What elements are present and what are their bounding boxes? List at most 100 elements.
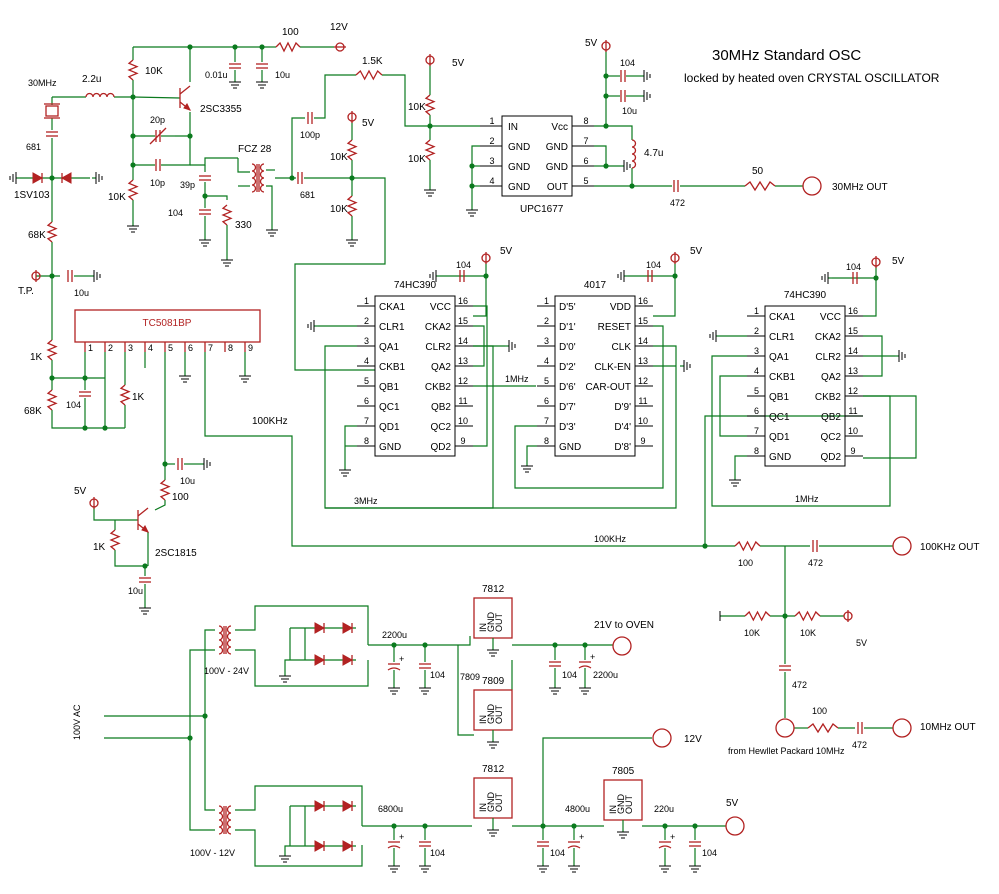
pin-label: QA2 (821, 372, 841, 383)
lbl-472-a: 472 (670, 198, 685, 208)
pin-label: GND (508, 142, 530, 153)
diode (342, 840, 354, 852)
electrolytic-capacitor (567, 845, 581, 849)
regulator-pin-label: GND (486, 704, 496, 725)
lbl-10k-d: 10K (408, 154, 426, 165)
pin-label: QD2 (820, 452, 841, 463)
resistor (807, 722, 839, 734)
transformer (251, 163, 257, 193)
wire (471, 145, 480, 206)
pin-label: CLR1 (769, 332, 795, 343)
lbl-21v: 21V to OVEN (594, 620, 654, 631)
output-terminal (612, 636, 632, 656)
lbl-1mhz-a: 1MHz (505, 374, 529, 384)
plus-mark: + (579, 832, 584, 842)
wire (314, 74, 356, 119)
pin-number: 12 (848, 386, 858, 396)
pin-number: 10 (458, 416, 468, 426)
lbl-10k-c: 10K (408, 102, 426, 113)
ic-body (74, 309, 261, 343)
lbl-1k-a: 1K (30, 352, 43, 363)
diode (314, 840, 326, 852)
pin-label: CKB2 (425, 382, 452, 393)
pin-label: QA2 (431, 362, 451, 373)
wire (473, 305, 488, 447)
resistor (424, 94, 436, 116)
pin-number: 6 (754, 406, 759, 416)
integrated-circuits (74, 115, 863, 467)
pin-number: 10 (638, 416, 648, 426)
pin-label: GND (559, 442, 581, 453)
pin-label: CKB1 (379, 362, 406, 373)
chip-name: TC5081BP (143, 318, 192, 329)
pin-label: D'6' (559, 382, 576, 393)
wire (594, 145, 620, 167)
wire (237, 158, 250, 173)
lbl-100-top: 100 (282, 27, 299, 38)
wire (542, 737, 652, 826)
pin-number: 5 (168, 343, 173, 353)
resistor (127, 59, 139, 81)
pin-number: 6 (188, 343, 193, 353)
electrolytic-capacitor (387, 667, 401, 671)
lbl-10k-e: 10K (330, 152, 348, 163)
pin-label: QD1 (769, 432, 790, 443)
diode (314, 622, 326, 634)
lbl-2200u-a: 2200u (382, 630, 407, 640)
pin-number: 8 (228, 343, 233, 353)
resistor (127, 179, 139, 201)
pin-label: CKA2 (815, 332, 842, 343)
lbl-100v12v: 100V - 12V (190, 848, 235, 858)
wire (175, 112, 191, 137)
output-terminal (802, 176, 822, 196)
lbl-20p: 20p (150, 115, 165, 125)
lbl-68k-a: 68K (28, 230, 46, 241)
regulator-pin-label: OUT (624, 795, 634, 815)
lbl-7812-a: 7812 (482, 584, 505, 595)
lbl-4800u: 4800u (565, 804, 590, 814)
diode (342, 654, 354, 666)
lbl-104-a: 104 (168, 208, 183, 218)
pin-label: VDD (610, 302, 631, 313)
lbl-tp: T.P. (18, 286, 34, 297)
resistor (159, 479, 171, 501)
regulator-pin-label: GND (486, 612, 496, 633)
junction-dot (82, 425, 88, 431)
regulator-pin-label: OUT (494, 793, 504, 813)
wire (512, 644, 556, 660)
wire (863, 395, 917, 459)
pin-number: 7 (754, 426, 759, 436)
resistor (744, 610, 771, 622)
regulator-pin-label: IN (608, 805, 618, 814)
wire (526, 445, 537, 462)
lbl-7809: 7809 (460, 672, 480, 682)
lbl-100-b: 100 (172, 492, 189, 503)
pin-number: 11 (848, 406, 857, 416)
wire (154, 500, 166, 511)
pin-number: 1 (364, 296, 369, 306)
lbl-104-d: 104 (646, 260, 661, 270)
lbl-100p: 100p (300, 130, 320, 140)
pin-label: QB2 (431, 402, 451, 413)
pin-label: QC2 (430, 422, 451, 433)
lbl-1k5: 1.5K (362, 56, 383, 67)
pin-label: D'7' (559, 402, 576, 413)
pin-number: 13 (638, 356, 648, 366)
lbl-104-e: 104 (550, 848, 565, 858)
lbl-472-b: 472 (808, 558, 823, 568)
lbl-6800u: 6800u (378, 804, 403, 814)
wire (132, 96, 181, 99)
title-sub: locked by heated oven CRYSTAL OSCILLATOR (684, 71, 940, 85)
lbl-10k-a: 10K (145, 66, 163, 77)
pin-number: 5 (583, 176, 588, 186)
pin-number: 16 (638, 296, 648, 306)
lbl-5v-b: 5V (362, 118, 375, 129)
wire (235, 785, 363, 826)
pin-label: OUT (547, 182, 568, 193)
wire (266, 185, 273, 226)
wires (20, 44, 917, 867)
lbl-5v-c: 5V (585, 38, 598, 49)
lbl-104-c: 104 (456, 260, 471, 270)
